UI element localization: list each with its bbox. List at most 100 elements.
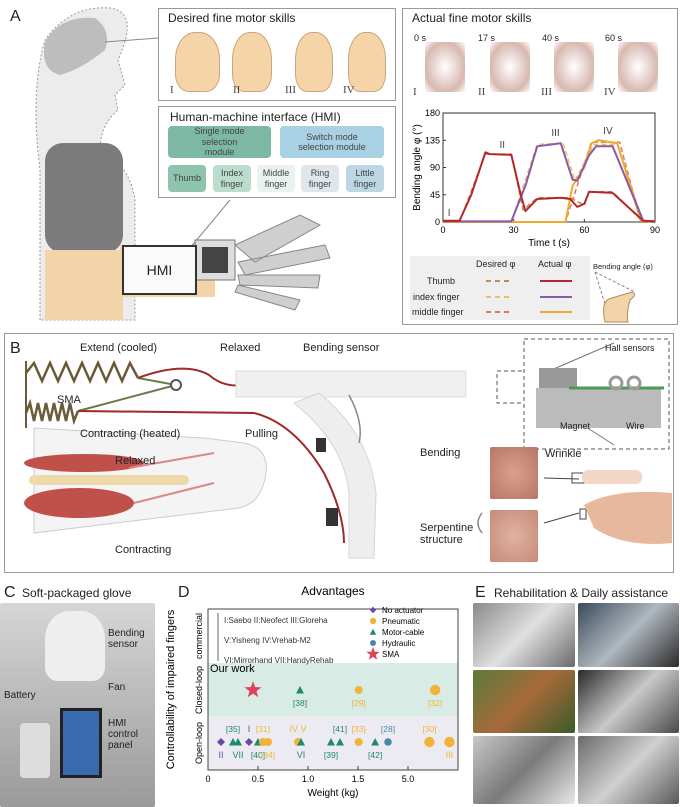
point-label: [33] (352, 724, 366, 734)
panel-b-label: B (10, 340, 21, 357)
glove-photo (618, 42, 658, 92)
data-point (429, 684, 441, 696)
series-line-index-finger-actual (443, 142, 656, 223)
point-label: IV V (289, 724, 306, 734)
legend-label: Hydraulic (382, 639, 415, 648)
label-sma: SMA (57, 394, 81, 406)
x-axis-label: Time t (s) (528, 238, 570, 249)
switch-mode-module: Switch mode selection module (280, 126, 384, 158)
point-label: I (248, 724, 251, 734)
pulley-icon (170, 379, 182, 391)
legend-thumb: Thumb (427, 276, 456, 286)
legend-label: SMA (382, 650, 400, 659)
label-bending-sensor: Bending sensor (303, 342, 380, 354)
time-label: 60 s (605, 33, 623, 43)
label-bending: Bending (420, 447, 461, 459)
gesture-label: I (413, 86, 417, 98)
y-tick-label: 90 (430, 163, 440, 173)
y-tick-label: 180 (425, 108, 440, 118)
y-category-label: Closed-loop (194, 666, 204, 714)
point-label: [29] (352, 698, 366, 708)
rehab-photo (473, 603, 575, 667)
label-battery: Battery (4, 690, 36, 701)
label-pulling: Pulling (245, 428, 279, 440)
panel-c-title: Soft-packaged glove (22, 586, 132, 600)
legend-swatches (486, 280, 572, 313)
hand-gesture-icon (295, 32, 333, 92)
point-label: II (218, 750, 223, 760)
gesture-label: IV (604, 86, 616, 98)
single-mode-module: Single mode selection module (168, 126, 271, 158)
bending-angle-label: Bending angle (φ) (593, 262, 653, 271)
y-tick-label: 135 (425, 135, 440, 145)
rehab-photo (578, 736, 679, 804)
gesture-label: I (170, 84, 174, 96)
chart-title: Advantages (301, 584, 364, 598)
panel-e-label: E (475, 584, 486, 601)
series-line-thumb-actual (443, 151, 656, 223)
forearm (45, 250, 123, 320)
data-point (354, 738, 363, 746)
hmi-device: HMI (122, 245, 197, 295)
rehab-photo (578, 603, 679, 667)
gesture-label: III (541, 86, 552, 98)
x-tick-label: 0.5 (252, 774, 265, 784)
chart-legend (410, 256, 590, 320)
plot-area (442, 112, 656, 223)
gesture-label: III (285, 84, 296, 96)
rehab-photo (473, 736, 575, 804)
x-tick-label: 1.5 (352, 774, 365, 784)
annotation-label: I (448, 208, 451, 219)
point-label: [30] (422, 724, 436, 734)
data-point (234, 738, 242, 746)
label-wrinkle: Wrinkle (545, 448, 582, 460)
data-point (444, 736, 455, 748)
rehab-photo (473, 670, 575, 733)
finger-bent-photo (584, 491, 672, 544)
robotic-glove (194, 214, 331, 311)
point-label: [38] (293, 698, 307, 708)
data-point (217, 738, 225, 746)
data-point (327, 738, 335, 746)
panel-a-label: A (10, 8, 21, 25)
x-tick-label: 0 (205, 774, 210, 784)
x-axis-label: Weight (kg) (308, 788, 359, 799)
label-fan: Fan (108, 682, 126, 693)
y-axis-label: Bending angle φ (°) (412, 124, 423, 211)
sma-spring-extended (25, 359, 140, 385)
point-label: [35] (226, 724, 240, 734)
label-contracting-heated: Contracting (heated) (80, 428, 181, 440)
data-point (264, 738, 272, 746)
finger-module-little: Little finger (346, 165, 384, 192)
finger-angle-icon (594, 271, 636, 323)
hmi-control-panel (60, 708, 102, 778)
hmi-device-label: HMI (146, 262, 173, 278)
point-label: [42] (368, 750, 382, 760)
plot-area (207, 608, 459, 771)
commercial-list-item: I:Saebo II:Neofect III:Gloreha (224, 616, 328, 625)
time-label: 0 s (414, 33, 427, 43)
time-label: 17 s (478, 33, 496, 43)
hand-gesture-icon (232, 32, 272, 92)
actual-skills-title: Actual fine motor skills (412, 11, 532, 25)
y-category-label: Open-loop (194, 722, 204, 764)
x-tick-label: 5.0 (402, 774, 415, 784)
hand-gesture-icon (348, 32, 386, 92)
gesture-label: II (233, 84, 241, 96)
point-label: [41] (333, 724, 347, 734)
glove-fingers (45, 611, 105, 681)
data-point (354, 686, 363, 694)
sma-spring-contracted (24, 398, 80, 426)
legend-actual-header: Actual φ (538, 259, 572, 269)
data-point (245, 738, 253, 746)
legend-label: No actuator (382, 606, 424, 615)
label-relaxed-wire: Relaxed (220, 342, 261, 354)
panel-e-title: Rehabilitation & Daily assistance (494, 586, 669, 600)
annotation-label: IV (603, 126, 613, 137)
label-extend-cooled: Extend (cooled) (80, 342, 158, 354)
finger-straight-photo (582, 470, 642, 484)
label-wire: Wire (626, 421, 645, 431)
data-point (424, 736, 435, 748)
brain-icon (44, 17, 108, 75)
